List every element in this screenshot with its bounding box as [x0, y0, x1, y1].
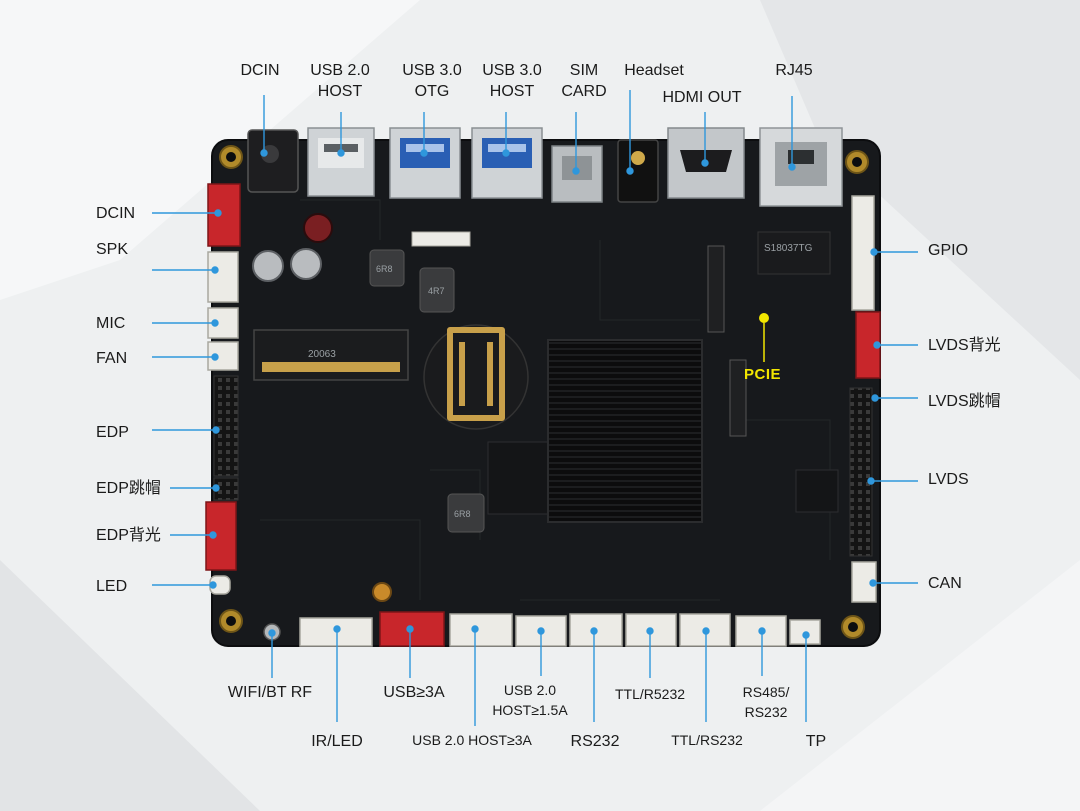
label-lvds-backlight: LVDS背光: [928, 337, 1001, 354]
label-rj45: RJ45: [775, 62, 813, 79]
heatsink: [547, 339, 703, 523]
label-rs232: RS232: [570, 733, 620, 750]
label-headset: Headset: [624, 62, 684, 79]
label-dcin-top: DCIN: [240, 62, 280, 79]
ic-s18037tg-mark: S18037TG: [764, 243, 813, 254]
pcie-label: PCIE: [744, 366, 782, 383]
label-hdmi-out: HDMI OUT: [662, 89, 742, 106]
dcin-side-connector: [207, 183, 241, 247]
ddr-chip: [487, 441, 557, 515]
ffc-connector: [707, 245, 725, 333]
label-gpio: GPIO: [928, 242, 969, 259]
inductor-4r7-mark: 4R7: [428, 286, 445, 296]
emmc-chip: [795, 469, 839, 513]
label-lvds-jumper: LVDS跳帽: [928, 393, 1001, 410]
label-fan: FAN: [96, 350, 128, 367]
label-ttl-rs232-a: TTL/R5232: [614, 686, 686, 702]
label-spk: SPK: [96, 241, 129, 258]
label-mic: MIC: [96, 315, 126, 332]
label-ir-led: IR/LED: [311, 733, 363, 750]
battery-clip: [447, 327, 505, 421]
m2-mark: 20063: [308, 349, 336, 360]
lvds-header: [849, 387, 873, 557]
label-led: LED: [96, 578, 128, 595]
label-tp: TP: [805, 733, 827, 750]
headset-jack: [617, 139, 659, 203]
label-ttl-rs232-b: TTL/RS232: [671, 732, 743, 748]
callout-lines: [152, 90, 918, 726]
inductor-6r8-a-mark: 6R8: [376, 264, 393, 274]
pcie-marker: [759, 313, 769, 323]
label-wifi-bt-rf: WIFI/BT RF: [227, 684, 313, 701]
label-edp-jumper: EDP跳帽: [96, 480, 161, 497]
inductor-4r7: [419, 267, 455, 313]
inductor-6r8-b-mark: 6R8: [454, 509, 471, 519]
label-lvds: LVDS: [928, 471, 969, 488]
capacitors: [252, 213, 392, 602]
inductor-6r8-a: [369, 249, 405, 287]
label-usb20-host-3a: USB 2.0 HOST≥3A: [412, 732, 532, 748]
top-white-connector: [411, 231, 471, 247]
label-can: CAN: [928, 575, 962, 592]
label-dcin-left: DCIN: [96, 205, 136, 222]
edp-header: [213, 375, 239, 477]
ffc-connector-2: [729, 359, 747, 437]
ic-s18037tg: [757, 231, 831, 275]
spk-connector: [207, 251, 239, 303]
label-rs485-rs232: RS485/RS232: [742, 684, 790, 720]
rtc-battery: [423, 324, 529, 430]
label-edp: EDP: [96, 424, 129, 441]
inductor-6r8-b: [447, 493, 485, 533]
label-edp-backlight: EDP背光: [96, 527, 161, 544]
usb20-host-3a-connector: [449, 613, 513, 647]
label-usb-3a: USB≥3A: [383, 684, 445, 701]
rs232-connector: [569, 613, 623, 647]
